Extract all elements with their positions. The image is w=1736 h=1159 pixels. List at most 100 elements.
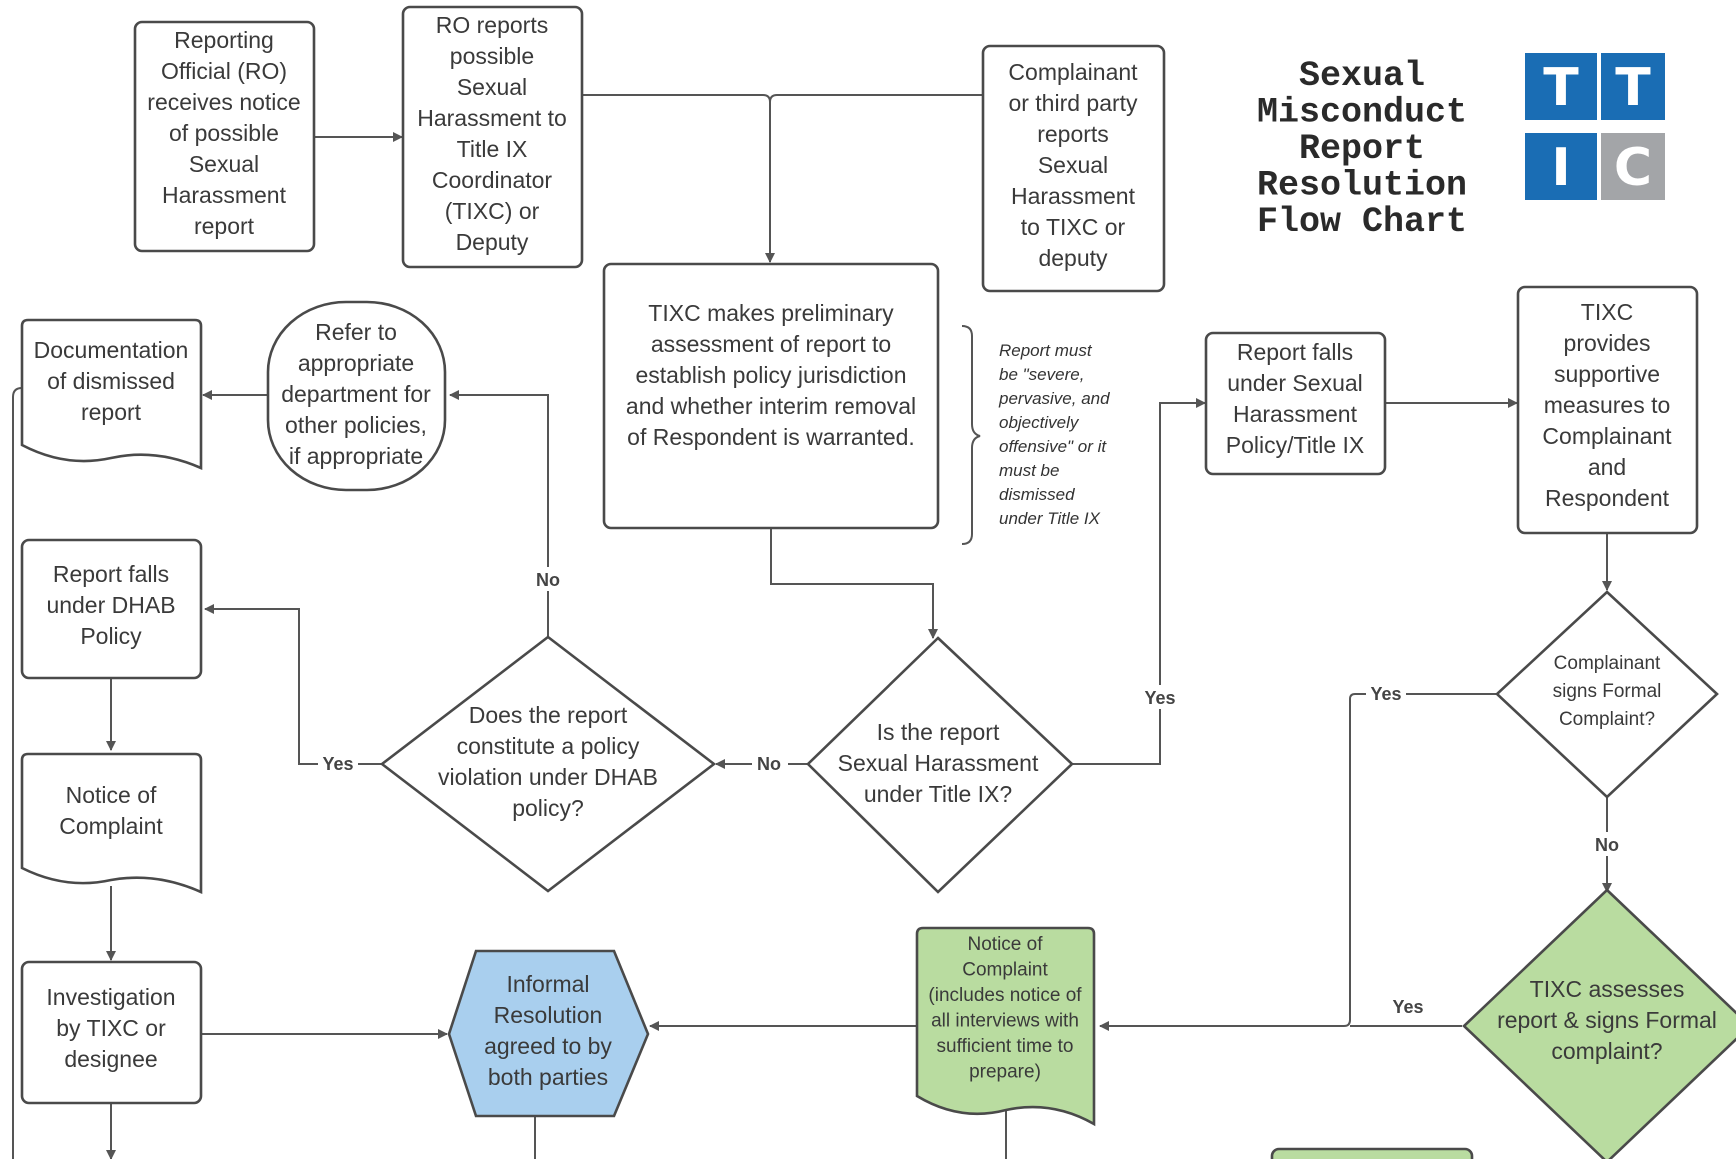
text-line: Notice of (968, 934, 1044, 955)
node-supportive: TIXC provides supportive measures to Complai… (1516, 285, 1699, 535)
text-line: under Title IX (999, 509, 1101, 528)
text-line: measures to (1544, 392, 1671, 418)
edge-tix-yes-to-falls-sh (1072, 398, 1206, 765)
text-line: Report falls (53, 561, 169, 587)
text-line: constitute a policy (457, 733, 640, 759)
text-line: Resolution (494, 1002, 603, 1028)
text-line: Documentation (34, 337, 189, 363)
text-line: (TIXC) or (445, 198, 540, 224)
edge-documentation-down (12, 387, 23, 1159)
text-line: under DHAB (46, 592, 175, 618)
text-line: Title IX (457, 136, 528, 162)
label-yes-tix: Yes (1144, 688, 1175, 708)
text-line: Harassment (162, 182, 287, 208)
text-line: provides (1564, 330, 1651, 356)
logo-tile-2 (1601, 53, 1665, 120)
label-yes-dhab: Yes (322, 754, 353, 774)
text-line: designee (64, 1046, 157, 1072)
logo-letter-2: T (1615, 58, 1651, 118)
text-line: pervasive, and (998, 389, 1110, 408)
text-line: report (81, 399, 142, 425)
logo-letter-3: I (1551, 138, 1570, 198)
text-line: agreed to by (484, 1033, 612, 1059)
text-line: objectively (999, 413, 1080, 432)
text-line: offensive" or it (999, 437, 1107, 456)
text-line: TIXC makes preliminary (648, 300, 894, 326)
node-label: TIXC provides supportive measures to Complai… (1542, 299, 1672, 511)
text-line: violation under DHAB (438, 764, 658, 790)
node-prelim-assessment: TIXC makes preliminary assessment of repo… (602, 262, 940, 530)
text-line: Informal (506, 971, 589, 997)
text-line: Misconduct (1257, 93, 1467, 133)
text-line: establish policy jurisdiction (635, 362, 906, 388)
text-line: of dismissed (47, 368, 175, 394)
text-line: Harassment to (417, 105, 567, 131)
text-line: Complaint? (1559, 709, 1655, 730)
text-line: Deputy (456, 229, 529, 255)
text-line: Harassment (1011, 183, 1136, 209)
text-line: Refer to (315, 319, 397, 345)
edge-prelim-to-tix-question (770, 529, 938, 639)
label-yes-formal: Yes (1370, 684, 1401, 704)
text-line: TIXC (1581, 299, 1633, 325)
text-line: Report falls (1237, 339, 1353, 365)
text-line: Complainant (1542, 423, 1672, 449)
text-line: Complaint (59, 813, 163, 839)
logo-letter-4: C (1614, 138, 1652, 198)
text-line: dismissed (999, 485, 1075, 504)
text-line: to TIXC or (1021, 214, 1126, 240)
text-line: Sexual (1299, 56, 1425, 96)
text-line: both parties (488, 1064, 608, 1090)
text-line: be "severe, (999, 365, 1084, 384)
label-no-formal: No (1595, 835, 1619, 855)
text-line: Sexual Harassment (838, 750, 1039, 776)
text-line: of Respondent is warranted. (627, 424, 915, 450)
text-line: if appropriate (289, 443, 423, 469)
text-line: possible (450, 43, 534, 69)
label-no-refer: No (536, 570, 560, 590)
severe-note: Report must be "severe, pervasive, and obje… (961, 325, 1110, 545)
ttic-logo: T T I C (1525, 53, 1665, 200)
edge-dhab-yes-to-falls-dhab (204, 604, 382, 765)
text-line: complaint? (1551, 1038, 1662, 1064)
logo-letter-1: T (1543, 58, 1579, 118)
text-line: Report must (999, 341, 1093, 360)
text-line: must be (999, 461, 1059, 480)
text-line: Harassment (1233, 401, 1358, 427)
text-line: or third party (1008, 90, 1138, 116)
text-line: supportive (1554, 361, 1660, 387)
text-line: report (194, 213, 255, 239)
text-line: RO reports (436, 12, 548, 38)
text-line: Report (1299, 129, 1425, 169)
text-line: Complainant (1008, 59, 1138, 85)
node-label: TIXC makes preliminary assessment of repo… (626, 300, 916, 450)
text-line: under Sexual (1227, 370, 1363, 396)
text-line: signs Formal (1553, 681, 1662, 702)
text-line: reports (1037, 121, 1109, 147)
text-line: appropriate (298, 350, 414, 376)
text-line: under Title IX? (864, 781, 1012, 807)
text-line: Sexual (189, 151, 259, 177)
text-line: assessment of report to (651, 331, 891, 357)
